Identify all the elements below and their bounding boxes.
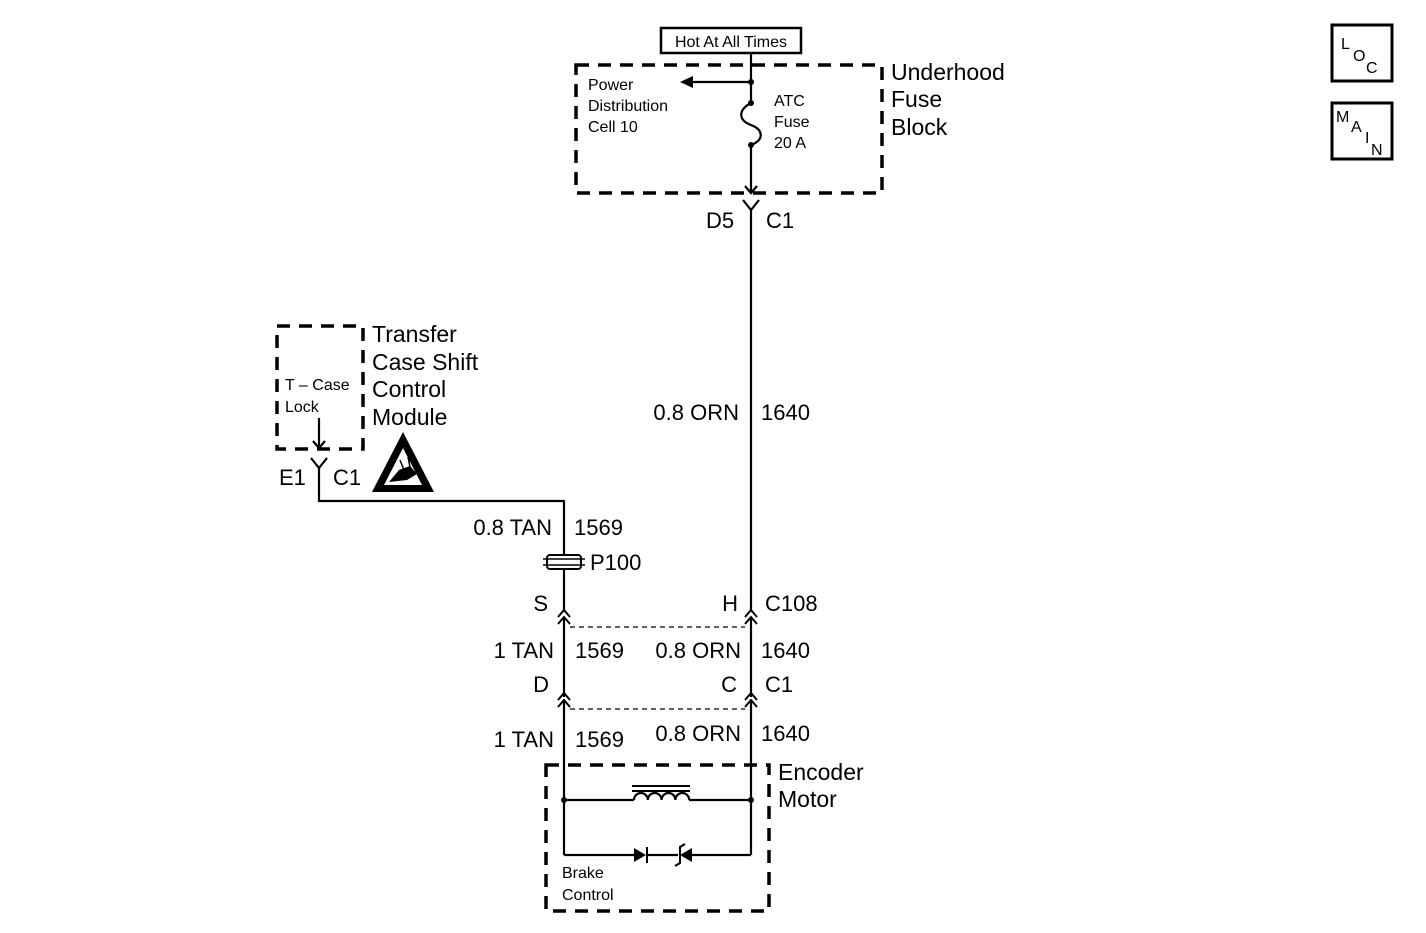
c108-pin-h-icon [744,608,758,618]
main-letter-4: N [1371,142,1383,159]
fuse-block-title-3: Block [891,114,948,140]
tan-main-gauge: 0.8 TAN [473,515,552,540]
c108-pin-s-icon [557,608,571,618]
motor-title-2: Motor [778,786,837,812]
splice-p100-icon [543,554,585,570]
power-label: Hot At All Times [675,34,787,51]
distribution-label-2: Distribution [588,98,668,115]
tan-low-gauge: 1 TAN [494,727,554,752]
distribution-label-3: Cell 10 [588,119,638,136]
tan-mid-gauge: 1 TAN [494,638,554,663]
main-letter-3: I [1365,130,1369,147]
fuse-icon [740,102,762,147]
main-letter-1: M [1336,109,1349,126]
motor-boundary [544,763,771,913]
zener-diode-icon [674,843,692,867]
diode-icon [634,847,648,863]
esd-warning-icon [372,432,434,492]
c1-pin-c-icon [744,691,758,701]
distribution-label-1: Power [588,77,634,94]
module-title-1: Transfer [372,321,457,347]
distribution-arrow-icon [680,76,693,88]
c108-pin-right: H [722,591,738,616]
tan-low-circuit: 1569 [575,727,624,752]
loc-letter-2: O [1353,48,1365,65]
orn-main-gauge: 0.8 ORN [653,400,739,425]
loc-button[interactable]: L O C [1330,23,1394,83]
d5-connector-icon [742,199,760,212]
orn-main-circuit: 1640 [761,400,810,425]
module-pin-label: E1 [279,465,306,490]
coil-node-right [748,797,754,803]
splice-label: P100 [590,550,641,575]
fuse-connector-label: C1 [766,208,794,233]
orn-mid-circuit: 1640 [761,638,810,663]
module-input-arrow-icon [312,440,326,450]
tan-mid-circuit: 1569 [575,638,624,663]
loc-letter-1: L [1341,36,1350,53]
c1-name: C1 [765,672,793,697]
fuse-label-1: ATC [774,93,805,110]
fuse-label-3: 20 A [774,135,806,152]
e1-connector-icon [310,457,328,470]
fuse-label-2: Fuse [774,114,810,131]
c108-name: C108 [765,591,818,616]
module-input-label-1: T – Case [285,377,350,394]
power-label-box [659,26,803,55]
module-input-label-2: Lock [285,399,320,416]
main-button[interactable]: M A I N [1330,101,1394,161]
module-boundary [275,324,365,451]
orn-low-gauge: 0.8 ORN [655,721,741,746]
fuse-block-boundary [574,63,884,195]
motor-coil-icon [632,785,691,801]
module-connector-label: C1 [333,465,361,490]
fuse-pin-label: D5 [706,208,734,233]
coil-node-left [561,797,567,803]
c1-pin-left: D [533,672,549,697]
main-letter-2: A [1351,119,1362,136]
brake-label-2: Control [562,887,614,904]
c108-pin-left: S [533,591,548,616]
bus-node [748,79,754,85]
module-title-3: Control [372,376,446,402]
motor-title-1: Encoder [778,759,864,785]
module-title-2: Case Shift [372,349,479,375]
c1-pin-right: C [721,672,737,697]
tan-main-circuit: 1569 [574,515,623,540]
loc-letter-3: C [1366,60,1378,77]
orn-low-circuit: 1640 [761,721,810,746]
c1-pin-d-icon [557,691,571,701]
brake-label-1: Brake [562,865,604,882]
orn-mid-gauge: 0.8 ORN [655,638,741,663]
fuse-block-title-1: Underhood [891,59,1005,85]
fuse-block-title-2: Fuse [891,86,942,112]
fuse-output-arrow-icon [744,185,758,195]
module-title-4: Module [372,404,447,430]
